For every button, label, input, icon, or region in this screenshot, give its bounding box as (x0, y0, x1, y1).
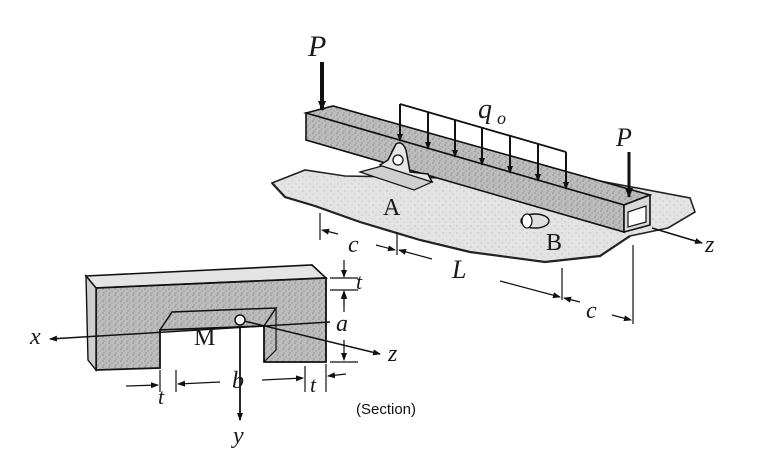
span-dimensions (319, 213, 634, 324)
section-caption: (Section) (356, 401, 416, 418)
overhang-left-label: c (348, 232, 359, 258)
x-axis-label: x (29, 324, 41, 350)
point-m-label: M (194, 325, 215, 351)
beam-assembly (270, 62, 703, 324)
support-b-label: B (546, 230, 562, 256)
dim-t-right-label: t (310, 372, 317, 397)
z-axis-section (239, 319, 381, 356)
support-b (520, 213, 550, 229)
overhang-right-label: c (586, 298, 597, 324)
support-a (357, 142, 434, 191)
dim-b-label: b (232, 368, 244, 394)
svg-text:q: q (478, 94, 492, 125)
support-a-label: A (383, 195, 401, 221)
dim-t-left-label: t (158, 384, 165, 409)
x-axis (49, 321, 331, 342)
distributed-load-label: q o (478, 94, 506, 128)
shear-center-m (234, 314, 246, 326)
z-axis-beam (651, 227, 703, 244)
load-label-left: P (307, 30, 326, 63)
z-axis-beam-label: z (704, 232, 715, 258)
section-dimensions (125, 260, 358, 392)
span-length-label: L (451, 255, 466, 284)
load-label-right: P (615, 123, 632, 152)
dim-t-top-label: t (356, 269, 363, 294)
y-axis-label: y (231, 423, 244, 449)
distributed-load (397, 103, 569, 190)
svg-text:o: o (497, 108, 506, 128)
channel-section (49, 260, 381, 421)
dim-a-label: a (336, 311, 348, 337)
z-axis-section-label: z (387, 341, 398, 367)
